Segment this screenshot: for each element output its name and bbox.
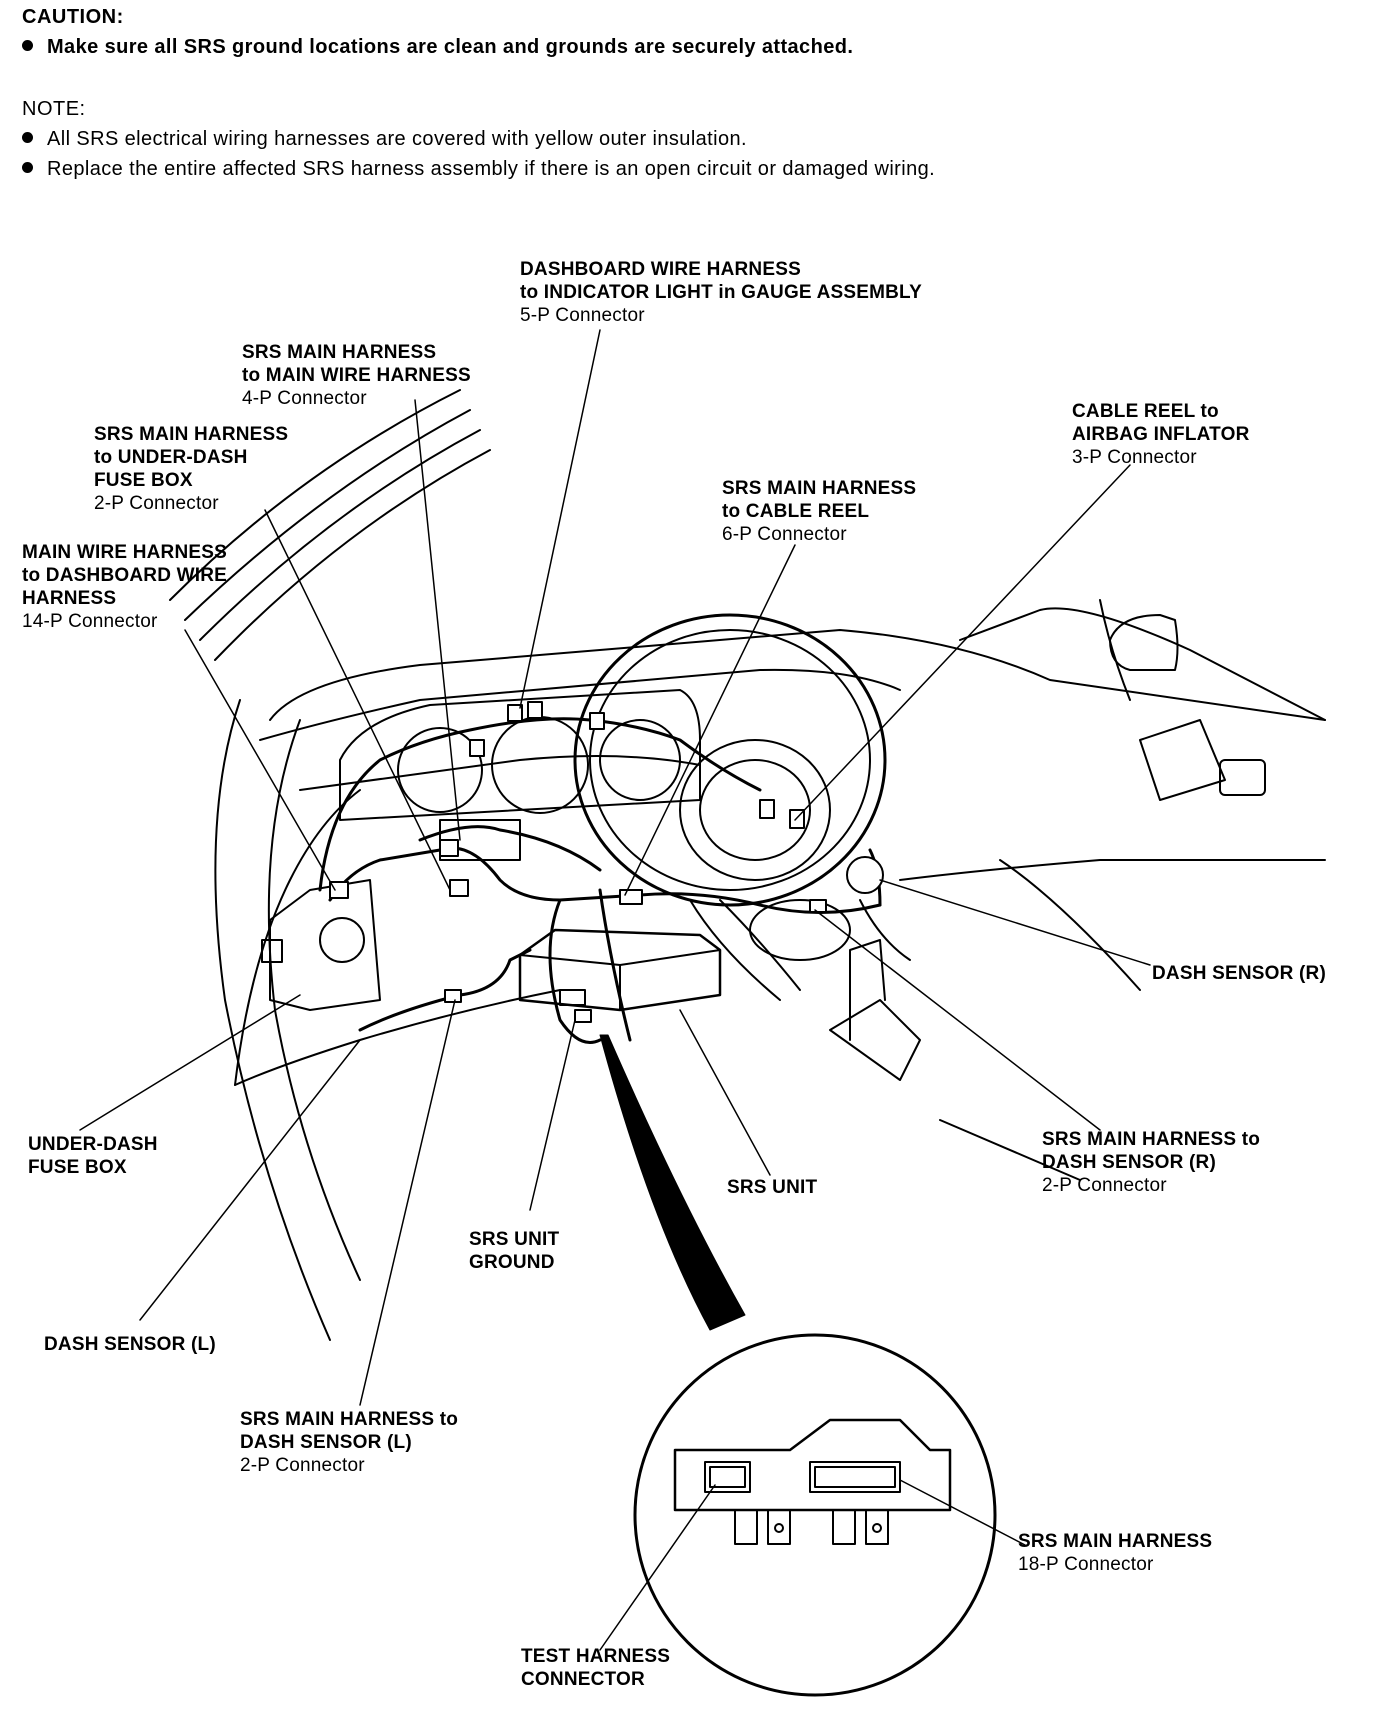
bullet-icon: [22, 162, 33, 173]
label-main-wire-to-dashboard: MAIN WIRE HARNESS to DASHBOARD WIRE HARN…: [22, 542, 228, 632]
bullet-icon: [22, 132, 33, 143]
label-srs-main-to-dash-sensor-r: SRS MAIN HARNESS to DASH SENSOR (R) 2-P …: [1042, 1129, 1261, 1196]
label-under-dash-fuse-box: UNDER-DASH FUSE BOX: [28, 1134, 158, 1178]
label-cable-reel-to-airbag: CABLE REEL to AIRBAG INFLATOR 3-P Connec…: [1072, 401, 1250, 468]
label-srs-main-to-main-wire: SRS MAIN HARNESS to MAIN WIRE HARNESS 4-…: [242, 342, 471, 409]
label-srs-main-to-dash-sensor-l: SRS MAIN HARNESS to DASH SENSOR (L) 2-P …: [240, 1409, 459, 1476]
label-dash-sensor-l: DASH SENSOR (L): [44, 1334, 216, 1355]
note-item: All SRS electrical wiring harnesses are …: [22, 128, 747, 151]
connectors: [329, 701, 884, 1023]
steering-wheel: [573, 613, 887, 1001]
caution-heading: CAUTION:: [22, 6, 124, 28]
label-dash-sensor-r: DASH SENSOR (R): [1152, 963, 1327, 984]
note-heading: NOTE:: [22, 98, 86, 120]
center-console: [749, 899, 921, 1081]
label-srs-main-to-cable-reel: SRS MAIN HARNESS to CABLE REEL 6-P Conne…: [722, 478, 917, 545]
windshield-frame: [169, 389, 491, 1341]
leader-lines: [79, 329, 1151, 1406]
inset-detail: [599, 1333, 1026, 1697]
inset-pointer: [599, 1034, 746, 1331]
side-mirror: [1109, 614, 1266, 801]
label-srs-unit-ground: SRS UNIT GROUND: [469, 1229, 560, 1273]
label-srs-main-to-fuse-box: SRS MAIN HARNESS to UNDER-DASH FUSE BOX …: [94, 424, 289, 514]
fuse-box: [261, 879, 381, 1011]
label-srs-unit: SRS UNIT: [727, 1177, 818, 1198]
caution-item: Make sure all SRS ground locations are c…: [22, 36, 853, 59]
bullet-icon: [22, 40, 33, 51]
label-srs-main-18p: SRS MAIN HARNESS 18-P Connector: [1018, 1531, 1213, 1575]
dashboard-outline: [234, 599, 1326, 1181]
label-test-harness-connector: TEST HARNESS CONNECTOR: [521, 1646, 671, 1690]
label-dashboard-wire-harness: DASHBOARD WIRE HARNESS to INDICATOR LIGH…: [520, 259, 922, 326]
note-item: Replace the entire affected SRS harness …: [22, 158, 935, 181]
srs-unit-box: [518, 928, 722, 1012]
